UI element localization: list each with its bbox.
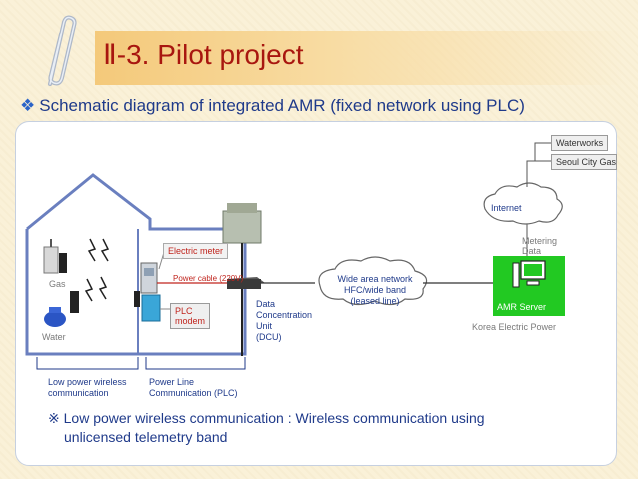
- footnote-line1: ※ Low power wireless communication : Wir…: [48, 410, 485, 426]
- plc-bracket: [145, 357, 246, 370]
- amr-schematic: [25, 142, 565, 370]
- subtitle: ❖Schematic diagram of integrated AMR (fi…: [20, 96, 525, 116]
- wan-line3: (leased line): [350, 296, 400, 306]
- footnote-line2: unlicensed telemetry band: [64, 429, 228, 445]
- electric-meter-icon: [140, 262, 158, 294]
- subtitle-text: Schematic diagram of integrated AMR (fix…: [39, 96, 525, 115]
- wireless-signal-icon: [84, 238, 110, 302]
- plc-comm-label: Power Line Communication (PLC): [149, 377, 238, 399]
- plc-modem-line2: modem: [175, 316, 206, 326]
- water-label: Water: [42, 332, 66, 342]
- plc-modem-line1: PLC: [175, 306, 193, 316]
- amr-server-label: AMR Server: [497, 302, 547, 312]
- gas-meter-icon: [43, 239, 67, 274]
- paperclip-icon: [48, 15, 77, 86]
- lpw-line1: Low power wireless: [48, 377, 127, 387]
- lpw-line2: communication: [48, 388, 109, 398]
- dcu-line1: Data: [256, 299, 276, 309]
- page-title: Ⅱ-3. Pilot project: [103, 39, 304, 70]
- wan-label: Wide area network HFC/wide band (leased …: [333, 274, 417, 307]
- gas-label: Gas: [49, 279, 66, 289]
- diamond-bullet-icon: ❖: [20, 96, 36, 115]
- seoul-city-gas-label: Seoul City Gas: [551, 154, 617, 170]
- electric-meter-label: Electric meter: [163, 243, 229, 259]
- lpw-comm-label: Low power wireless communication: [48, 377, 127, 399]
- plc-modem-label: PLC modem: [170, 303, 211, 329]
- metering-data-label: Data: [522, 246, 542, 256]
- title-bar: [95, 31, 625, 85]
- wan-cloud-icon: [318, 256, 428, 306]
- house-outline: [25, 173, 247, 356]
- plc-comm-line2: Communication (PLC): [149, 388, 238, 398]
- metering-label: Metering: [522, 236, 558, 246]
- internet-cloud-icon: [483, 182, 563, 225]
- black-device: [134, 291, 140, 307]
- dcu-line4: (DCU): [256, 332, 282, 342]
- internet-utility-link: [526, 160, 551, 187]
- plc-comm-line1: Power Line: [149, 377, 195, 387]
- wan-line2: HFC/wide band: [343, 285, 407, 295]
- computer-icon: [512, 260, 546, 288]
- water-meter-icon: [44, 291, 79, 327]
- kepco-label: Korea Electric Power: [472, 322, 557, 332]
- lpw-bracket: [36, 357, 139, 370]
- dcu-line2: Concentration: [256, 310, 313, 320]
- dcu-icon: [227, 277, 265, 289]
- wan-line1: Wide area network: [337, 274, 413, 284]
- footnote: ※ Low power wireless communication : Wir…: [48, 409, 485, 447]
- dcu-line3: Unit: [256, 321, 273, 331]
- plc-modem-icon: [141, 294, 161, 322]
- power-cable-label: Power cable (220V): [173, 274, 244, 283]
- waterworks-label: Waterworks: [551, 135, 609, 151]
- internet-label: Internet: [491, 203, 522, 213]
- transformer-icon: [222, 203, 262, 356]
- dcu-label: Data Concentration Unit (DCU): [256, 299, 312, 343]
